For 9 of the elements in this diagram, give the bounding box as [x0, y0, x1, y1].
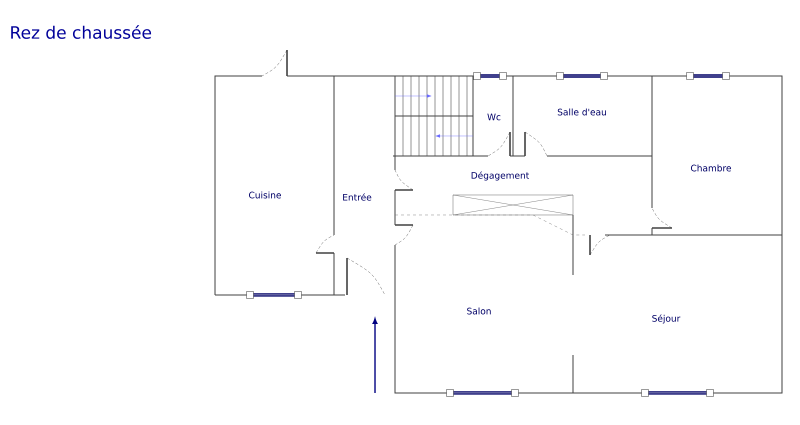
room-label: Dégagement [472, 171, 530, 181]
room-label: Séjour [652, 314, 680, 324]
title: Rez de chaussée [11, 25, 152, 39]
room-label: Salon [467, 308, 491, 314]
room-label: Cuisine [249, 192, 281, 198]
room-label: Wc [487, 114, 500, 120]
room-label: Entrée [343, 193, 372, 201]
room-label: Chambre [691, 164, 732, 172]
room-label: Salle d'eau [558, 108, 606, 116]
